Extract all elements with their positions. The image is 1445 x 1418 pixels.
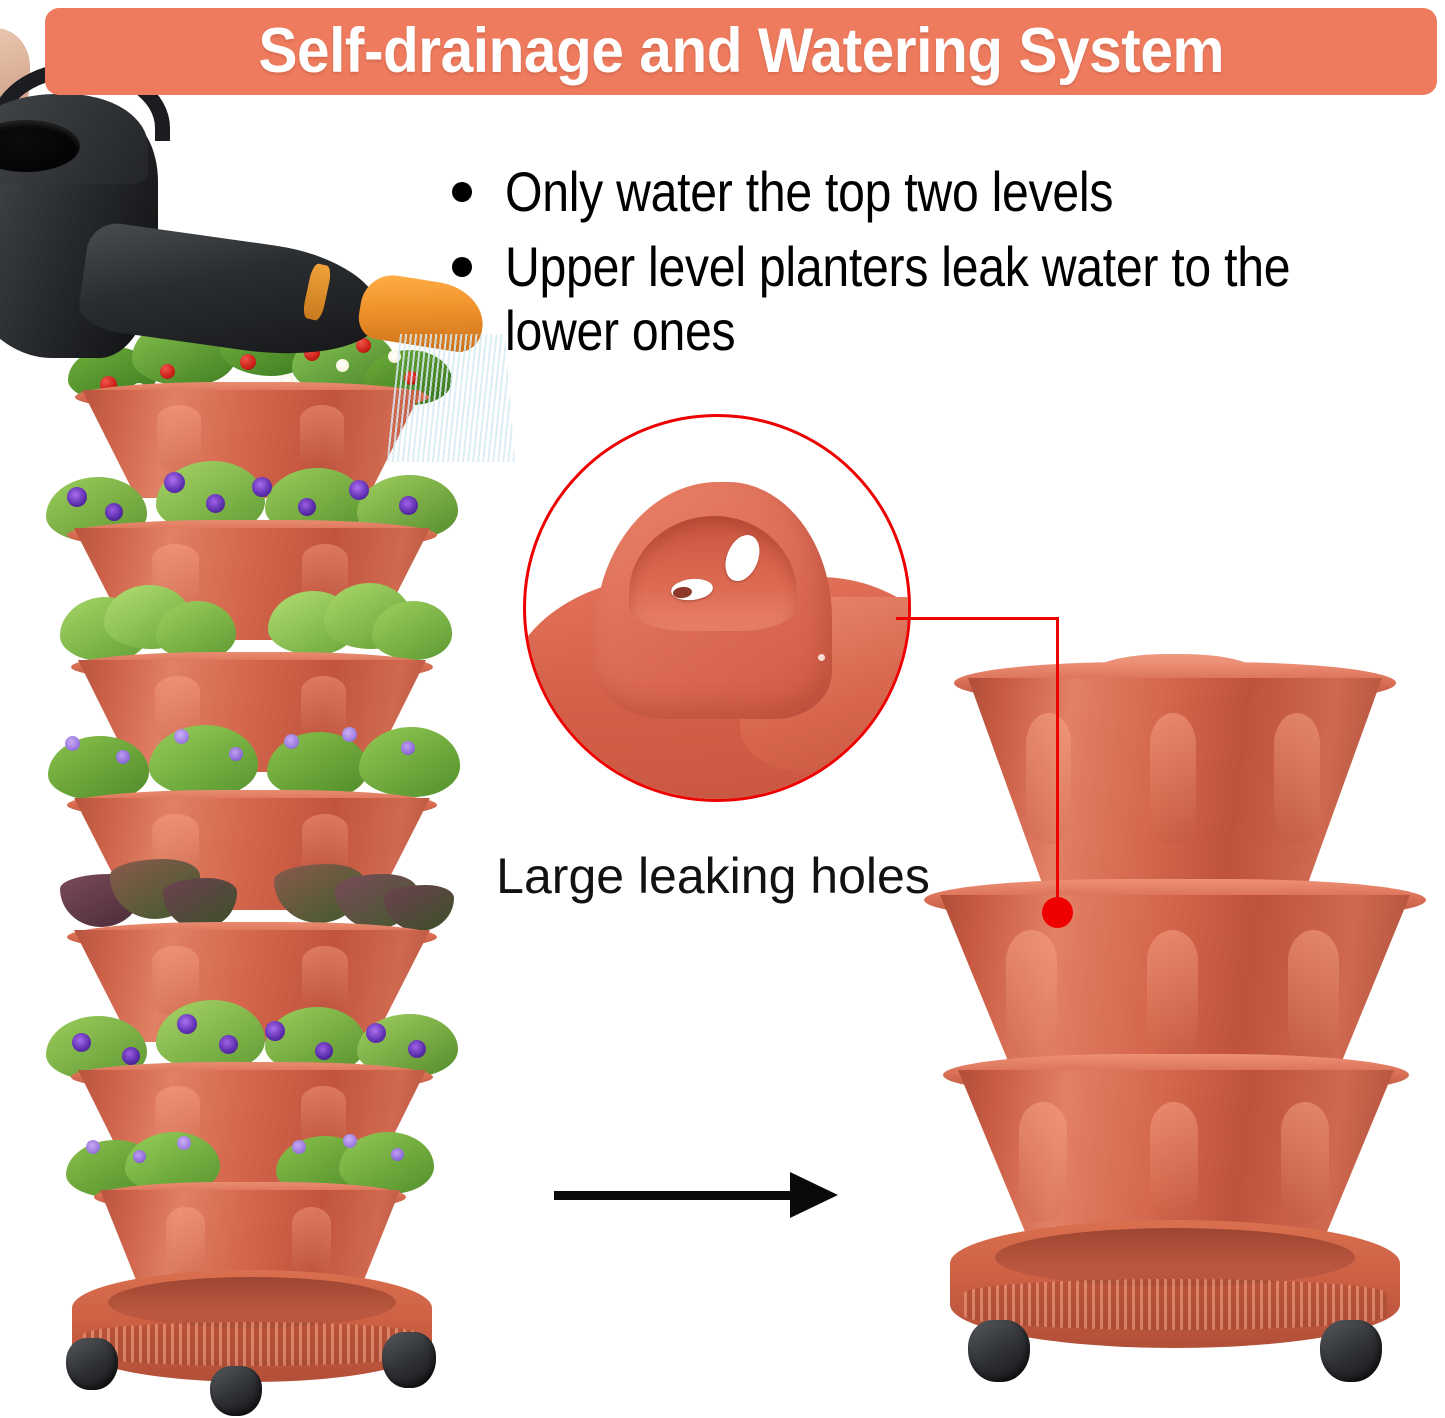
highlight-speck — [818, 653, 826, 661]
bullet-list: Only water the top two levels Upper leve… — [452, 160, 1442, 374]
bullet-dot-icon — [452, 257, 472, 278]
caddy-well — [995, 1227, 1355, 1287]
caddy-ribs — [963, 1278, 1387, 1331]
pot-flute — [1274, 712, 1320, 844]
pot-flute — [156, 405, 201, 473]
caster-wheel — [968, 1320, 1030, 1382]
drain-spout-closeup — [526, 417, 908, 799]
spout-saddle — [629, 516, 798, 631]
pot-flute — [1280, 1102, 1329, 1222]
plant-tradescantia — [48, 836, 458, 942]
plant-lobelia — [40, 698, 460, 810]
caster-wheel — [382, 1332, 436, 1388]
caddy-base — [72, 1270, 432, 1382]
caddy-base — [950, 1220, 1400, 1348]
pot-flute — [166, 1206, 205, 1282]
leader-line-horizontal — [896, 617, 1059, 620]
pot-flute — [1150, 712, 1196, 844]
caster-wheel — [210, 1366, 262, 1416]
bullet-text: Only water the top two levels — [505, 160, 1114, 223]
magnifier-detail-circle — [523, 414, 911, 802]
caddy-well — [108, 1276, 396, 1329]
pot-flute — [1025, 712, 1072, 844]
pot-flute — [1019, 1102, 1067, 1222]
list-item: Upper level planters leak water to the l… — [452, 235, 1442, 362]
pot-flute — [1287, 929, 1340, 1061]
flow-arrow-line — [554, 1191, 804, 1200]
right-cutaway-stack — [923, 654, 1427, 1400]
pot-flute — [1005, 929, 1058, 1061]
caster-wheel — [66, 1338, 118, 1390]
plant-basil — [52, 566, 452, 670]
pot-flute — [299, 405, 344, 473]
leader-target-dot — [1042, 897, 1073, 928]
title-banner: Self-drainage and Watering System — [45, 8, 1437, 95]
cutaway-pot-top — [953, 654, 1397, 896]
caddy-ribs — [82, 1321, 422, 1367]
leader-line-vertical — [1056, 617, 1059, 912]
flow-arrow-head-icon — [790, 1172, 838, 1218]
pot-flute — [292, 1206, 331, 1282]
bullet-text: Upper level planters leak water to the l… — [505, 235, 1291, 362]
water-spray — [387, 334, 515, 462]
bullet-dot-icon — [452, 182, 472, 202]
magnifier-caption: Large leaking holes — [496, 848, 930, 904]
pot-flute — [1146, 929, 1199, 1061]
caster-wheel — [1320, 1320, 1382, 1382]
watering-can — [0, 28, 522, 472]
pot-flute — [1149, 1102, 1198, 1222]
pot-flute — [301, 945, 349, 1016]
left-planter-tower — [30, 280, 470, 1416]
page-title: Self-drainage and Watering System — [258, 16, 1224, 86]
pot-body — [968, 678, 1382, 896]
list-item: Only water the top two levels — [452, 160, 1442, 223]
